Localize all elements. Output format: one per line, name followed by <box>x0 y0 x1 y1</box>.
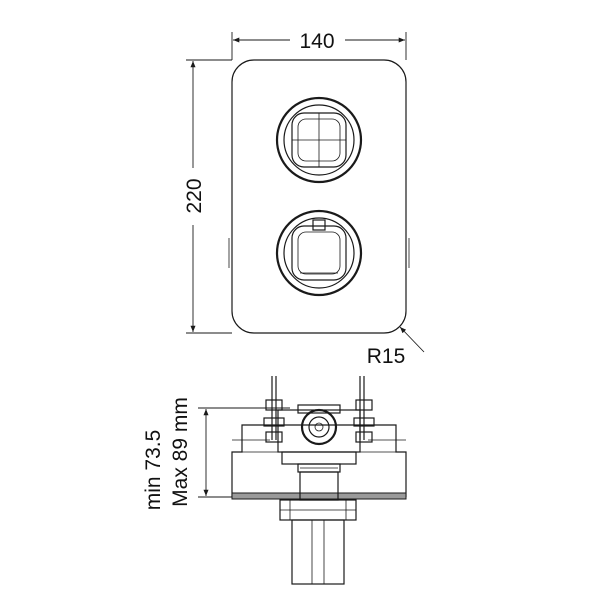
left-mounting-screw <box>263 376 285 443</box>
radius-callout: R15 <box>367 326 425 368</box>
height-label: 220 <box>183 178 206 213</box>
bottom-handle <box>275 209 363 297</box>
cover-plate <box>231 59 407 334</box>
outlet-pipe <box>291 519 345 585</box>
right-mounting-screw <box>353 376 375 443</box>
width-dimension: 140 <box>231 30 407 60</box>
valve-body-side-view: min 73.5 Max 89 mm <box>142 376 407 585</box>
width-label: 140 <box>299 30 334 53</box>
depth-dimension: min 73.5 Max 89 mm <box>142 397 290 510</box>
radius-label: R15 <box>367 345 406 368</box>
height-dimension: 220 <box>183 59 232 334</box>
top-handle <box>275 96 363 184</box>
front-plate-view: 140 220 <box>183 30 425 368</box>
depth-max-label: Max 89 mm <box>169 397 192 507</box>
depth-min-label: min 73.5 <box>142 430 165 511</box>
base-plate <box>231 492 407 500</box>
